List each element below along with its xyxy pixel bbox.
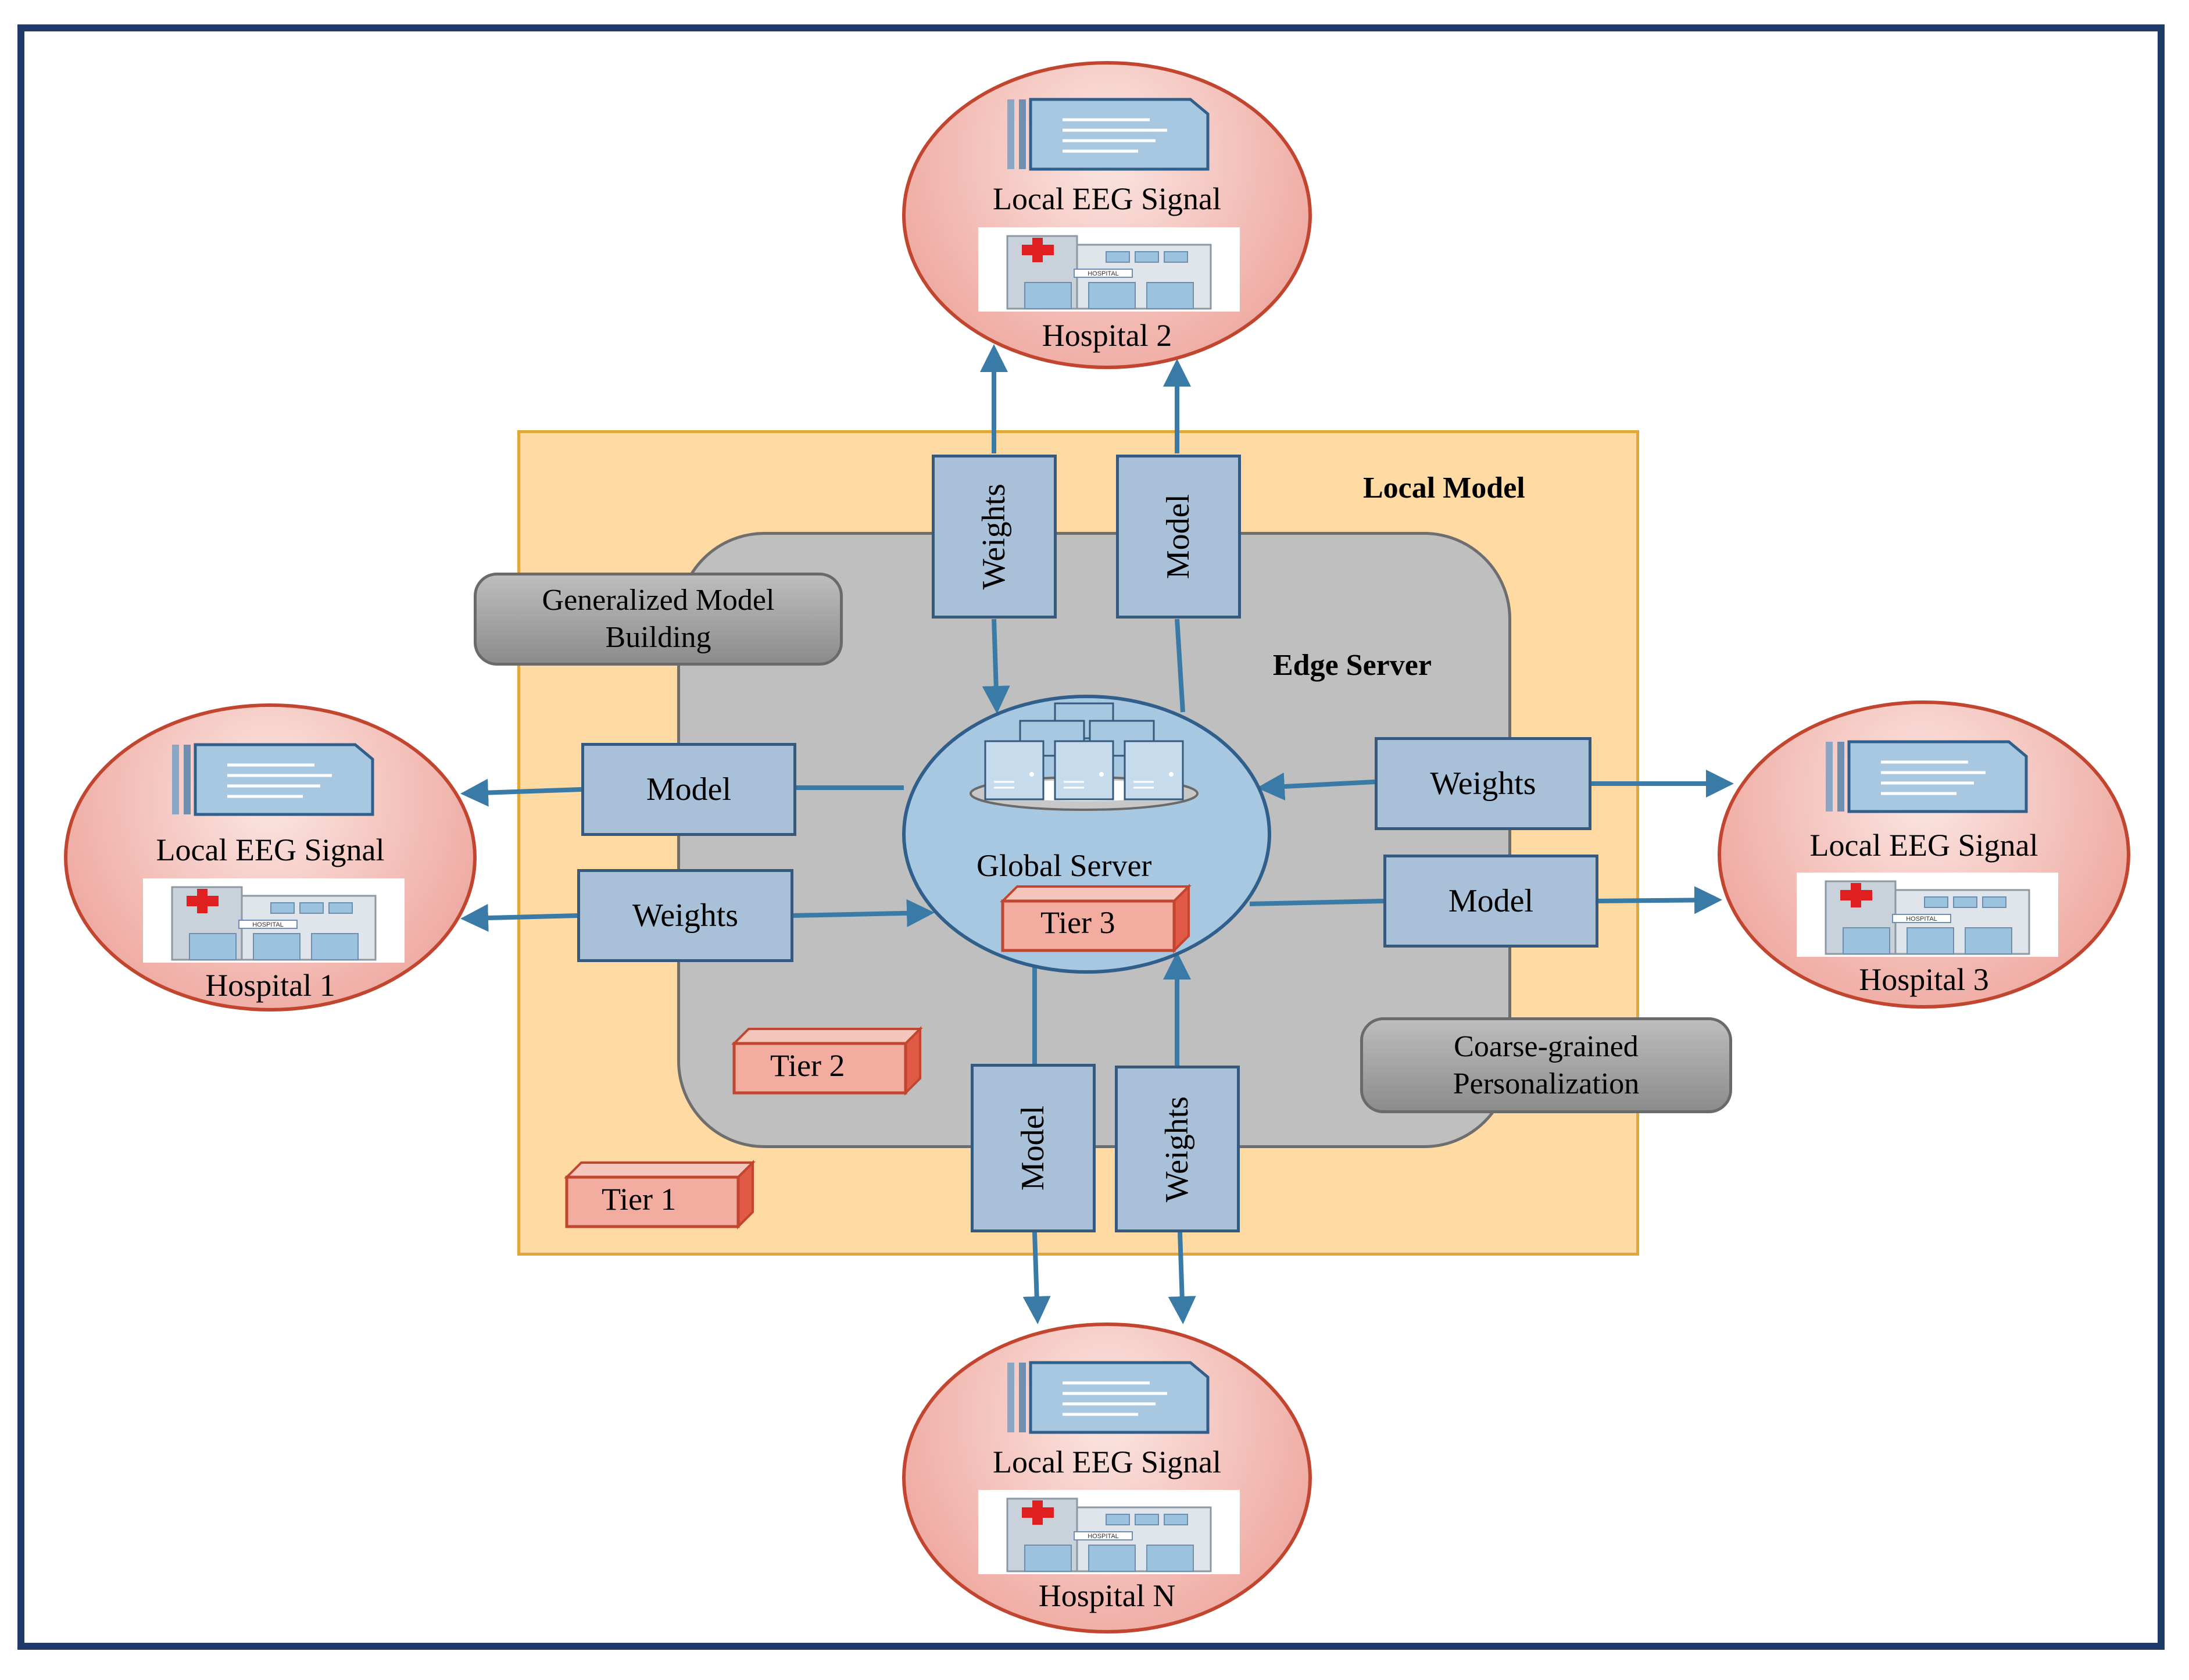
hospital-1-node: Local EEG Signal HOSPITAL Hospital 1 xyxy=(64,703,477,1011)
hospital-2-node: Local EEG Signal HOSPITAL Hospital 2 xyxy=(902,61,1312,369)
arrow-right-model-to-h3 xyxy=(1597,886,1722,914)
hospital-1-name: Hospital 1 xyxy=(205,968,335,1003)
arrow-bottom-model-to-hn xyxy=(1022,1232,1051,1324)
hospital-2-signal: Local EEG Signal xyxy=(993,181,1221,216)
tier3-box xyxy=(1000,884,1192,953)
svg-text:HOSPITAL: HOSPITAL xyxy=(252,921,284,928)
diagram-frame xyxy=(17,24,2165,1650)
arrow-right-weights-to-global xyxy=(1257,772,1375,800)
global-server-title: Global Server xyxy=(977,848,1152,883)
hospital-building-icon: HOSPITAL xyxy=(1797,873,2058,957)
edge-server-title: Edge Server xyxy=(1273,649,1432,682)
arrow-weights-to-global-top xyxy=(982,619,1010,714)
local-model-title: Local Model xyxy=(1363,471,1525,505)
tier2-box xyxy=(731,1026,923,1096)
tier2-label: Tier 2 xyxy=(770,1048,845,1083)
hospital-3-name: Hospital 3 xyxy=(1859,962,1989,997)
tier3-label: Tier 3 xyxy=(1040,905,1115,940)
hospital-n-signal: Local EEG Signal xyxy=(993,1445,1221,1479)
left-weights-box: Weights xyxy=(577,869,793,962)
line-global-to-top-model xyxy=(1175,619,1185,713)
document-icon xyxy=(1007,1361,1210,1434)
arrow-left-weights-to-global xyxy=(793,899,935,927)
svg-text:HOSPITAL: HOSPITAL xyxy=(1088,270,1119,277)
left-model-box: Model xyxy=(581,743,796,836)
svg-text:HOSPITAL: HOSPITAL xyxy=(1906,916,1937,923)
arrow-bottom-weights-to-hn xyxy=(1168,1232,1196,1324)
hospital-3-signal: Local EEG Signal xyxy=(1809,828,2038,863)
hospital-n-name: Hospital N xyxy=(1038,1578,1176,1613)
tier1-label: Tier 1 xyxy=(602,1182,677,1217)
right-model-box: Model xyxy=(1383,855,1598,948)
bottom-model-box: Model xyxy=(971,1064,1096,1232)
document-icon xyxy=(172,743,374,816)
arrow-left-model-to-h1 xyxy=(460,778,582,807)
hospital-n-node: Local EEG Signal HOSPITAL Hospital N xyxy=(902,1322,1312,1633)
line-global-to-right-model xyxy=(1249,899,1384,906)
right-weights-box: Weights xyxy=(1375,737,1591,830)
document-icon xyxy=(1826,740,2028,813)
tier1-box xyxy=(564,1160,756,1229)
hospital-1-signal: Local EEG Signal xyxy=(156,832,385,867)
hospital-building-icon: HOSPITAL xyxy=(978,1490,1240,1574)
bottom-weights-box: Weights xyxy=(1115,1066,1240,1232)
top-model-box: Model xyxy=(1116,455,1241,619)
hospital-building-icon: HOSPITAL xyxy=(143,878,405,963)
top-weights-box: Weights xyxy=(932,455,1057,619)
server-rack-icon xyxy=(970,702,1199,811)
svg-text:HOSPITAL: HOSPITAL xyxy=(1088,1533,1119,1540)
document-icon xyxy=(1007,98,1210,171)
arrow-left-weights-to-h1 xyxy=(460,903,579,932)
hospital-building-icon: HOSPITAL xyxy=(978,227,1240,312)
hospital-2-name: Hospital 2 xyxy=(1042,318,1172,353)
hospital-3-node: Local EEG Signal HOSPITAL Hospital 3 xyxy=(1718,700,2130,1009)
